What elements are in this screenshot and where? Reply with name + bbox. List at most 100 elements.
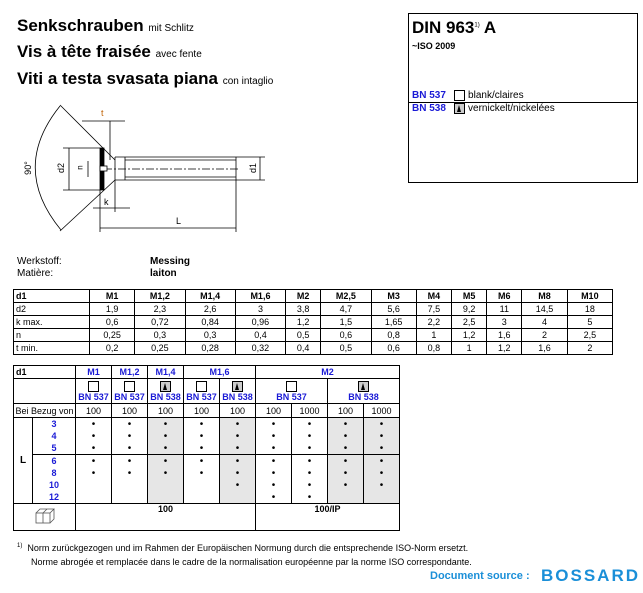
dims-cell: 0,6 (88, 315, 136, 329)
variant-cell: BN 538 (219, 378, 256, 404)
dims-cell: 0,96 (234, 315, 287, 329)
dim-t-label: t (101, 108, 104, 118)
bn-code: BN 538 (222, 391, 253, 402)
divider (409, 102, 637, 103)
availability-cell: • (291, 454, 328, 467)
package-qty: 100/IP (255, 503, 400, 531)
dims-header-cell: M2,5 (320, 289, 372, 303)
bn-code: BN 537 (114, 391, 145, 402)
variant-cell: BN 538 (327, 378, 400, 404)
dims-cell: 0,5 (320, 341, 372, 355)
qty-cell: 100 (111, 403, 148, 418)
length-row: 4••••••••• (14, 430, 400, 442)
document-source-label: Document source : (430, 570, 530, 582)
dims-cell: 9,2 (450, 302, 488, 316)
availability-cell (111, 479, 148, 491)
availability-cell (75, 479, 112, 491)
length-row: 10••••• (14, 479, 400, 491)
availability-cell: • (327, 417, 364, 430)
dims-cell: 2,5 (450, 315, 488, 329)
availability-cell: • (111, 467, 148, 479)
empty-box-icon (88, 380, 99, 392)
availability-cell: • (363, 417, 400, 430)
package-box-icon (35, 508, 55, 524)
availability-cell: • (147, 430, 184, 442)
availability-cell: • (291, 491, 328, 504)
dim-d1-label: d1 (248, 162, 259, 174)
dims-cell: 1,2 (285, 315, 322, 329)
bn-code: BN 538 (150, 391, 181, 402)
dims-cell: 1,6 (521, 341, 568, 355)
dims-cell: 14,5 (521, 302, 568, 316)
nickel-triangle-icon (454, 103, 466, 114)
dims-cell: 0,8 (415, 341, 453, 355)
dims-cell: 0,3 (134, 328, 186, 342)
availability-cell: • (327, 467, 364, 479)
availability-cell: • (291, 479, 328, 491)
length-row: 6••••••••• (14, 454, 400, 467)
availability-cell: • (255, 467, 292, 479)
dims-header-cell: M5 (450, 289, 488, 303)
availability-cell: • (291, 417, 328, 430)
dims-cell: 4 (521, 315, 568, 329)
availability-cell: • (147, 417, 184, 430)
standard-name: DIN 9631) A (412, 18, 497, 37)
availability-cell: • (255, 491, 292, 504)
dims-cell: 11 (486, 302, 523, 316)
availability-cell: • (183, 467, 220, 479)
dims-cell: 2,6 (184, 302, 236, 316)
length-value: 4 (32, 430, 76, 442)
dims-cell: 0,25 (134, 341, 186, 355)
dims-header-cell: M1,6 (234, 289, 287, 303)
empty-box-icon (196, 380, 207, 392)
dims-cell: 0,5 (285, 328, 322, 342)
title-fr: Vis à tête fraisée avec fente (17, 42, 202, 61)
availability-cell: • (291, 467, 328, 479)
dims-cell: 3,8 (285, 302, 322, 316)
dims-cell: 0,72 (134, 315, 186, 329)
title-it: Viti a testa svasata piana con intaglio (17, 69, 274, 88)
availability-cell: • (219, 430, 256, 442)
availability-cell (183, 479, 220, 491)
availability-cell: • (255, 430, 292, 442)
dims-cell: 1,2 (486, 341, 523, 355)
availability-cell: • (219, 467, 256, 479)
availability-cell: • (327, 442, 364, 455)
availability-cell: • (255, 442, 292, 455)
availability-cell: • (75, 442, 112, 455)
bn-code: BN 537 (78, 391, 109, 402)
dims-cell: 0,84 (184, 315, 236, 329)
dims-cell: 0,2 (88, 341, 136, 355)
variant-cell: BN 537 (183, 378, 220, 404)
size-header: M1,4 (147, 365, 184, 379)
dims-header-cell: M4 (415, 289, 453, 303)
length-value: 12 (32, 491, 76, 504)
availability-cell: • (219, 479, 256, 491)
size-header: M2 (255, 365, 400, 379)
angle-label: 90° (22, 161, 33, 175)
variant-cell: BN 538 (147, 378, 184, 404)
availability-cell (75, 491, 112, 504)
blank-cell (13, 378, 76, 404)
material-value-fr: laiton (150, 268, 177, 279)
availability-cell: • (147, 442, 184, 455)
dims-cell: 3 (234, 302, 287, 316)
dim-L-label: L (176, 216, 182, 226)
availability-cell: • (75, 417, 112, 430)
availability-cell: • (183, 430, 220, 442)
dims-cell: 2 (521, 328, 568, 342)
footnote-line-1: 1) Norm zurückgezogen und im Rahmen der … (17, 543, 469, 553)
availability-cell: • (183, 454, 220, 467)
bossard-logo: BOSSARD (541, 566, 641, 585)
dims-cell: 0,6 (370, 341, 417, 355)
dims-cell: 4,7 (320, 302, 372, 316)
qty-cell: 100 (147, 403, 184, 418)
dims-header-cell: M1,4 (184, 289, 236, 303)
